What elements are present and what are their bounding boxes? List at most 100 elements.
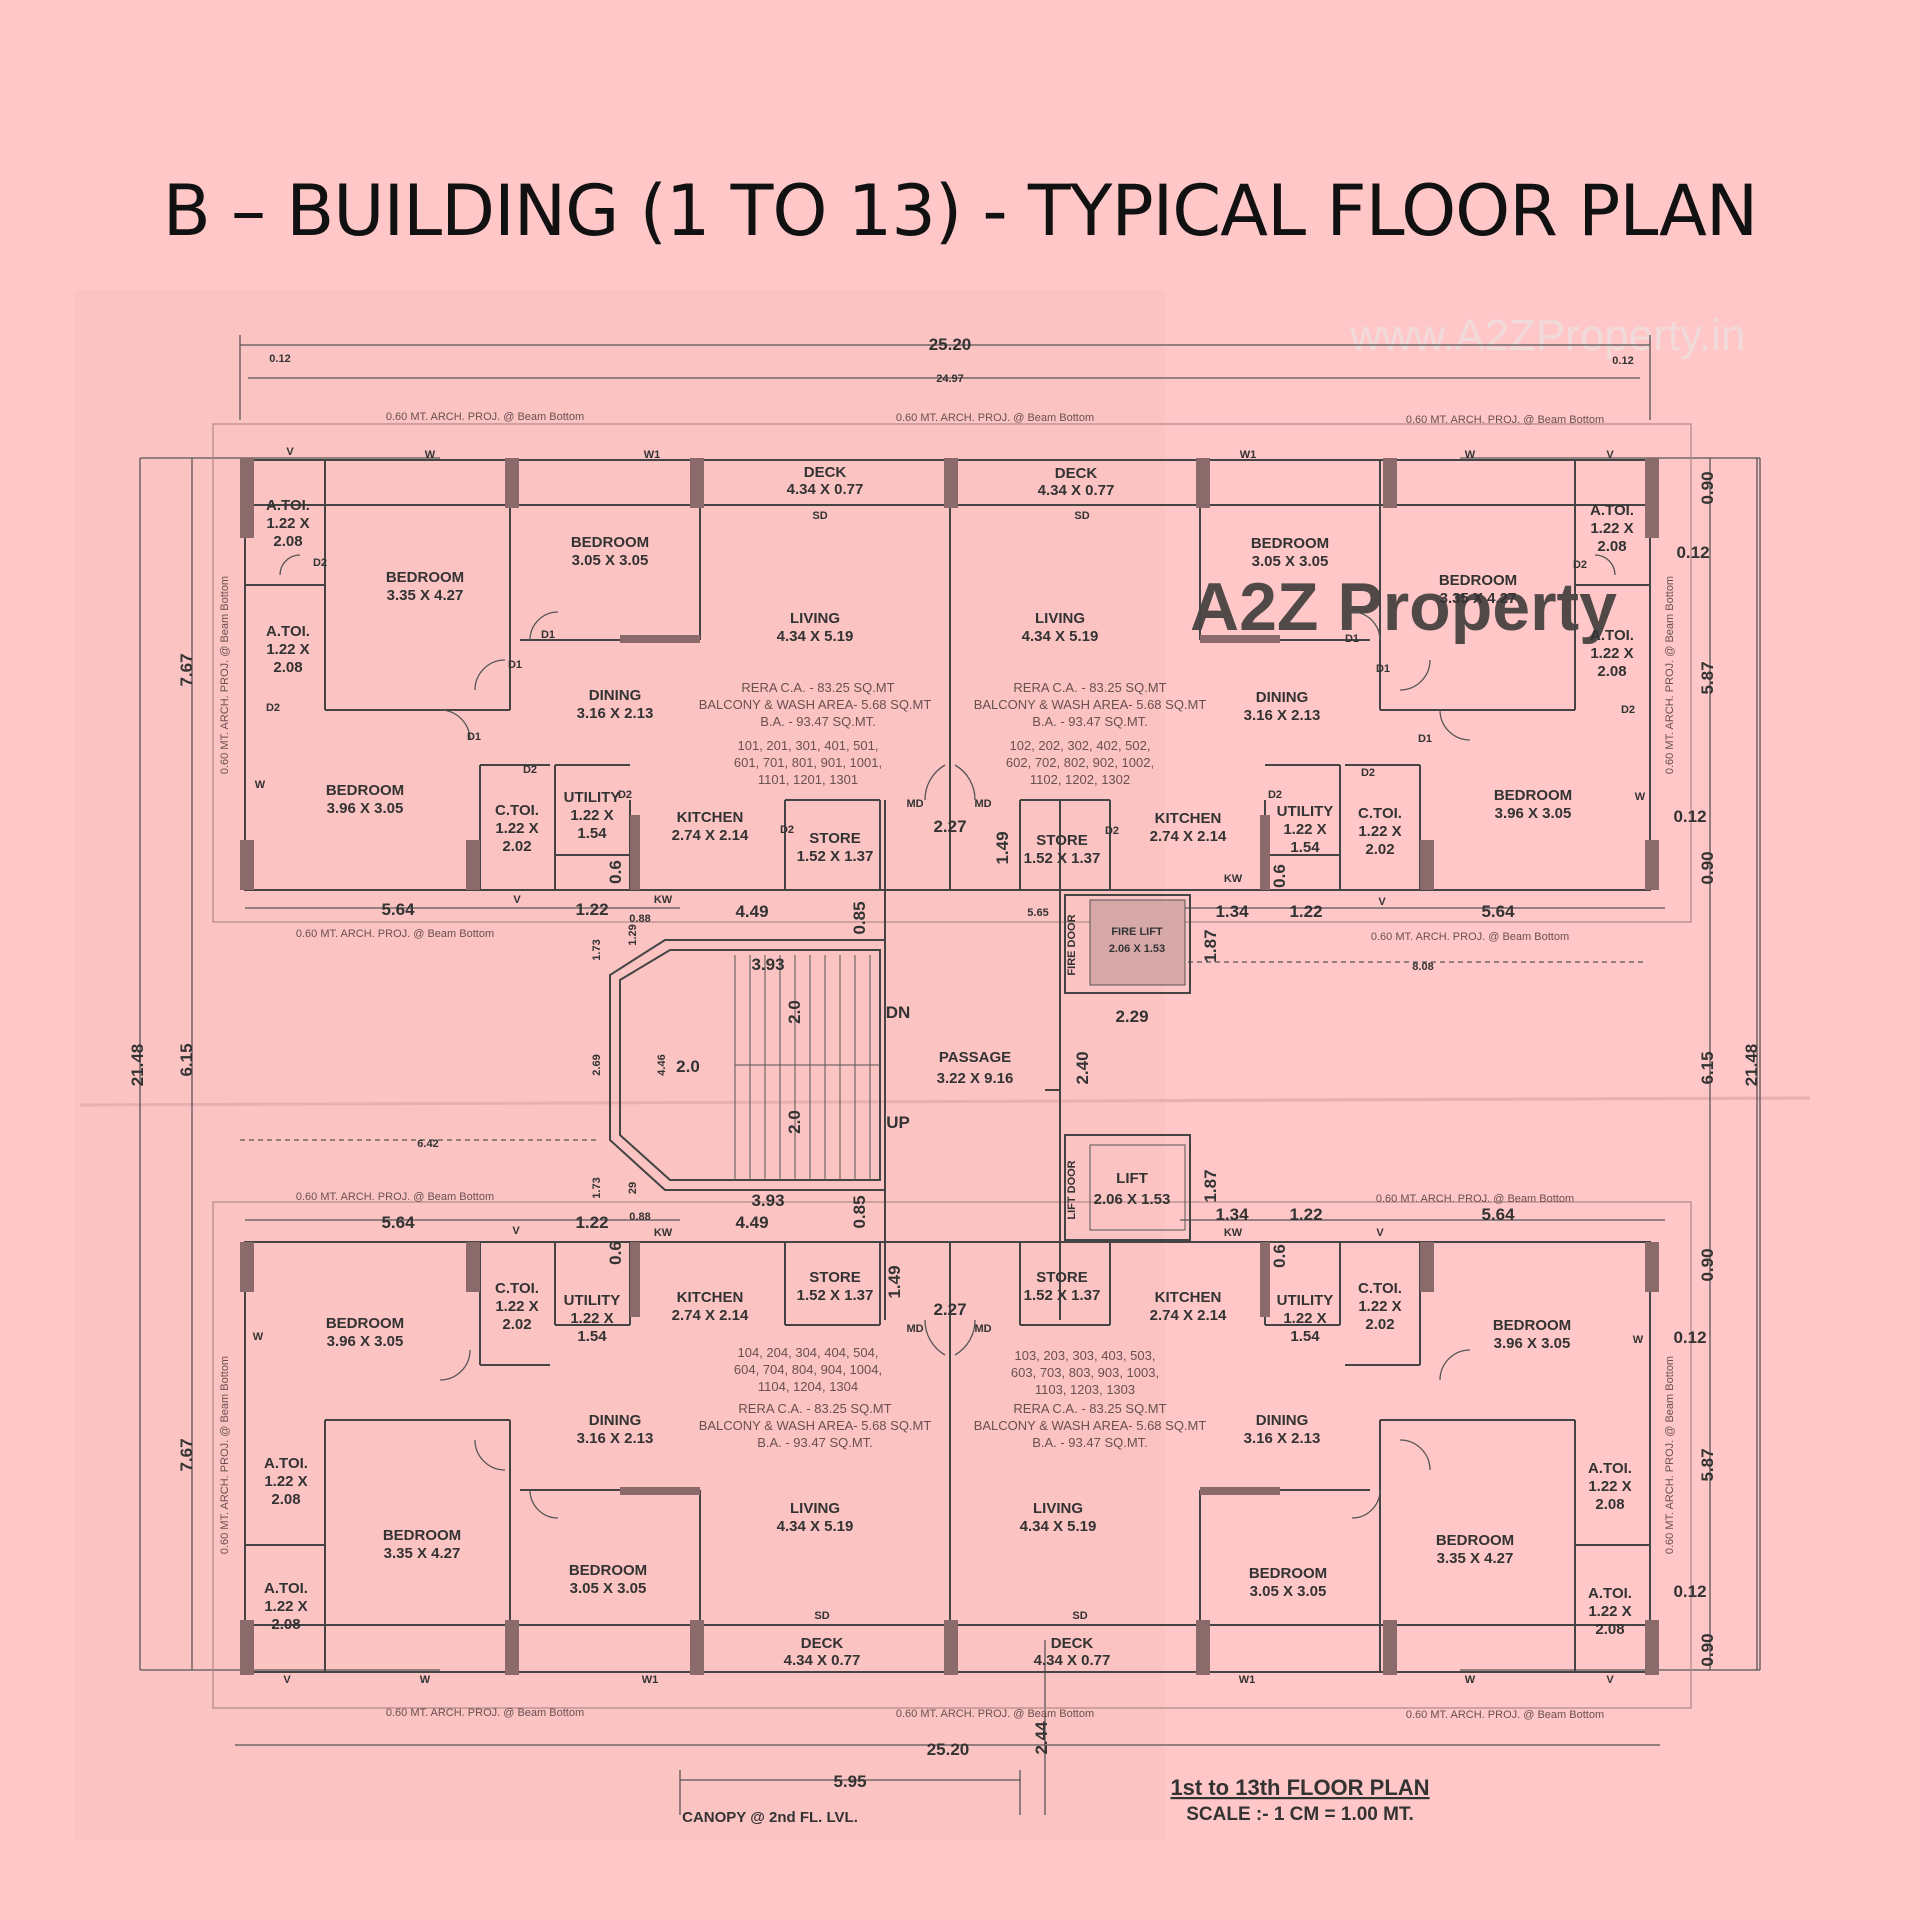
utility-label: UTILITY xyxy=(1277,1292,1334,1309)
door-code: D2 xyxy=(1105,825,1119,837)
toilet-size: 1.22 X xyxy=(1590,645,1633,662)
door-code: D1 xyxy=(1376,663,1390,675)
bedroom-label: BEDROOM xyxy=(569,1562,647,1579)
utility-size: 1.54 xyxy=(577,825,607,842)
toilet-label: A.TOI. xyxy=(1590,502,1634,519)
dimension-label: 1.22 xyxy=(575,1213,608,1232)
dimension-label: 6.42 xyxy=(417,1138,438,1150)
rera-area: RERA C.A. - 83.25 SQ.MT xyxy=(741,680,894,695)
bedroom-size: 3.96 X 3.05 xyxy=(1494,1335,1571,1352)
bedroom-label: BEDROOM xyxy=(1249,1565,1327,1582)
dimension-label: 21.48 xyxy=(1742,1044,1761,1087)
rera-area: RERA C.A. - 83.25 SQ.MT xyxy=(738,1401,891,1416)
dimension-label: 0.90 xyxy=(1698,1633,1717,1666)
bedroom-label: BEDROOM xyxy=(1494,787,1572,804)
fire-lift-size: 2.06 X 1.53 xyxy=(1109,943,1165,955)
ventilator-code: V xyxy=(1606,449,1614,461)
dimension-label: 5.65 xyxy=(1027,907,1048,919)
utility-size: 1.54 xyxy=(577,1328,607,1345)
flat-numbers: 102, 202, 302, 402, 502, xyxy=(1010,738,1151,753)
kitchen-window-code: KW xyxy=(1224,1227,1243,1239)
flat-numbers: 1104, 1204, 1304 xyxy=(758,1379,858,1394)
main-door-code: MD xyxy=(906,1323,923,1335)
door-code: D2 xyxy=(1573,559,1587,571)
dimension-label: 2.0 xyxy=(676,1057,700,1076)
deck-size: 4.34 X 0.77 xyxy=(784,1652,861,1669)
dimension-label: 2.40 xyxy=(1073,1051,1092,1084)
bedroom-size: 3.96 X 3.05 xyxy=(327,1333,404,1350)
flat-numbers: 1102, 1202, 1302 xyxy=(1030,772,1130,787)
door-code: D2 xyxy=(1361,767,1375,779)
toilet-label: A.TOI. xyxy=(1588,1460,1632,1477)
dimension-label: 5.64 xyxy=(381,1213,415,1232)
built-area: B.A. - 93.47 SQ.MT. xyxy=(1032,714,1148,729)
lift-door-label: LIFT DOOR xyxy=(1066,1160,1078,1219)
dimension-label: 1.87 xyxy=(1201,929,1220,962)
kitchen-label: KITCHEN xyxy=(1155,1289,1222,1306)
ventilator-code: V xyxy=(513,894,521,906)
arch-proj-note: 0.60 MT. ARCH. PROJ. @ Beam Bottom xyxy=(1406,1709,1604,1721)
flat-numbers: 601, 701, 801, 901, 1001, xyxy=(734,755,882,770)
dimension-label: 2.69 xyxy=(591,1054,603,1075)
arch-proj-note: 0.60 MT. ARCH. PROJ. @ Beam Bottom xyxy=(219,576,231,774)
bedroom-label: BEDROOM xyxy=(326,1315,404,1332)
kitchen-window-code: KW xyxy=(654,1227,673,1239)
dimension-label: 1.73 xyxy=(591,939,603,960)
living-label: LIVING xyxy=(1035,610,1085,627)
utility-label: UTILITY xyxy=(564,789,621,806)
utility-size: 1.54 xyxy=(1290,839,1320,856)
dimension-label: 1.22 xyxy=(575,900,608,919)
door-code: D2 xyxy=(313,557,327,569)
arch-proj-note: 0.60 MT. ARCH. PROJ. @ Beam Bottom xyxy=(296,1191,494,1203)
dimension-label: 1.49 xyxy=(885,1265,904,1298)
sliding-door-code: SD xyxy=(814,1610,829,1622)
door-code: D1 xyxy=(467,731,481,743)
built-area: B.A. - 93.47 SQ.MT. xyxy=(760,714,876,729)
window-code: W xyxy=(1465,449,1476,461)
window-code: W xyxy=(420,1674,431,1686)
dining-size: 3.16 X 2.13 xyxy=(577,1430,654,1447)
bedroom-size: 3.96 X 3.05 xyxy=(327,800,404,817)
built-area: B.A. - 93.47 SQ.MT. xyxy=(757,1435,873,1450)
fire-lift-shaft xyxy=(1089,899,1186,986)
dimension-label: 25.20 xyxy=(929,335,972,354)
dimension-label: 21.48 xyxy=(128,1044,147,1087)
window-code: W xyxy=(255,779,266,791)
toilet-label: A.TOI. xyxy=(266,497,310,514)
store-label: STORE xyxy=(1036,1269,1087,1286)
kitchen-size: 2.74 X 2.14 xyxy=(672,827,749,844)
bedroom-label: BEDROOM xyxy=(1251,535,1329,552)
rera-area: RERA C.A. - 83.25 SQ.MT xyxy=(1013,1401,1166,1416)
lift-label: LIFT xyxy=(1116,1170,1148,1187)
dimension-label: 5.87 xyxy=(1698,661,1717,694)
kitchen-window-code: KW xyxy=(1224,873,1243,885)
toilet-size: 2.02 xyxy=(1365,841,1394,858)
fire-lift-label: FIRE LIFT xyxy=(1111,926,1163,938)
ventilator-code: V xyxy=(512,1225,520,1237)
arch-proj-note: 0.60 MT. ARCH. PROJ. @ Beam Bottom xyxy=(296,928,494,940)
living-size: 4.34 X 5.19 xyxy=(1022,628,1099,645)
toilet-label: A.TOI. xyxy=(264,1580,308,1597)
flat-numbers: 602, 702, 802, 902, 1002, xyxy=(1006,755,1154,770)
toilet-size: 2.08 xyxy=(273,533,302,550)
dimension-label: 0.88 xyxy=(629,1211,650,1223)
balcony-area: BALCONY & WASH AREA- 5.68 SQ.MT xyxy=(699,697,932,712)
stair-down-label: DN xyxy=(886,1003,911,1022)
arch-proj-note: 0.60 MT. ARCH. PROJ. @ Beam Bottom xyxy=(896,1708,1094,1720)
toilet-size: 2.08 xyxy=(271,1491,300,1508)
dimension-label: 0.90 xyxy=(1698,471,1717,504)
window-code: W xyxy=(1635,791,1646,803)
balcony-area: BALCONY & WASH AREA- 5.68 SQ.MT xyxy=(974,1418,1207,1433)
toilet-label: A.TOI. xyxy=(1588,1585,1632,1602)
dining-label: DINING xyxy=(589,1412,642,1429)
toilet-size: 1.22 X xyxy=(1358,823,1401,840)
ventilator-code: V xyxy=(1378,896,1386,908)
deck-label: DECK xyxy=(1055,465,1098,482)
dimension-label: 0.12 xyxy=(1673,807,1706,826)
flat-numbers: 104, 204, 304, 404, 504, xyxy=(738,1345,879,1360)
toilet-label: A.TOI. xyxy=(264,1455,308,1472)
central-core xyxy=(609,800,1191,1320)
deck-label: DECK xyxy=(1051,1635,1094,1652)
living-size: 4.34 X 5.19 xyxy=(777,628,854,645)
